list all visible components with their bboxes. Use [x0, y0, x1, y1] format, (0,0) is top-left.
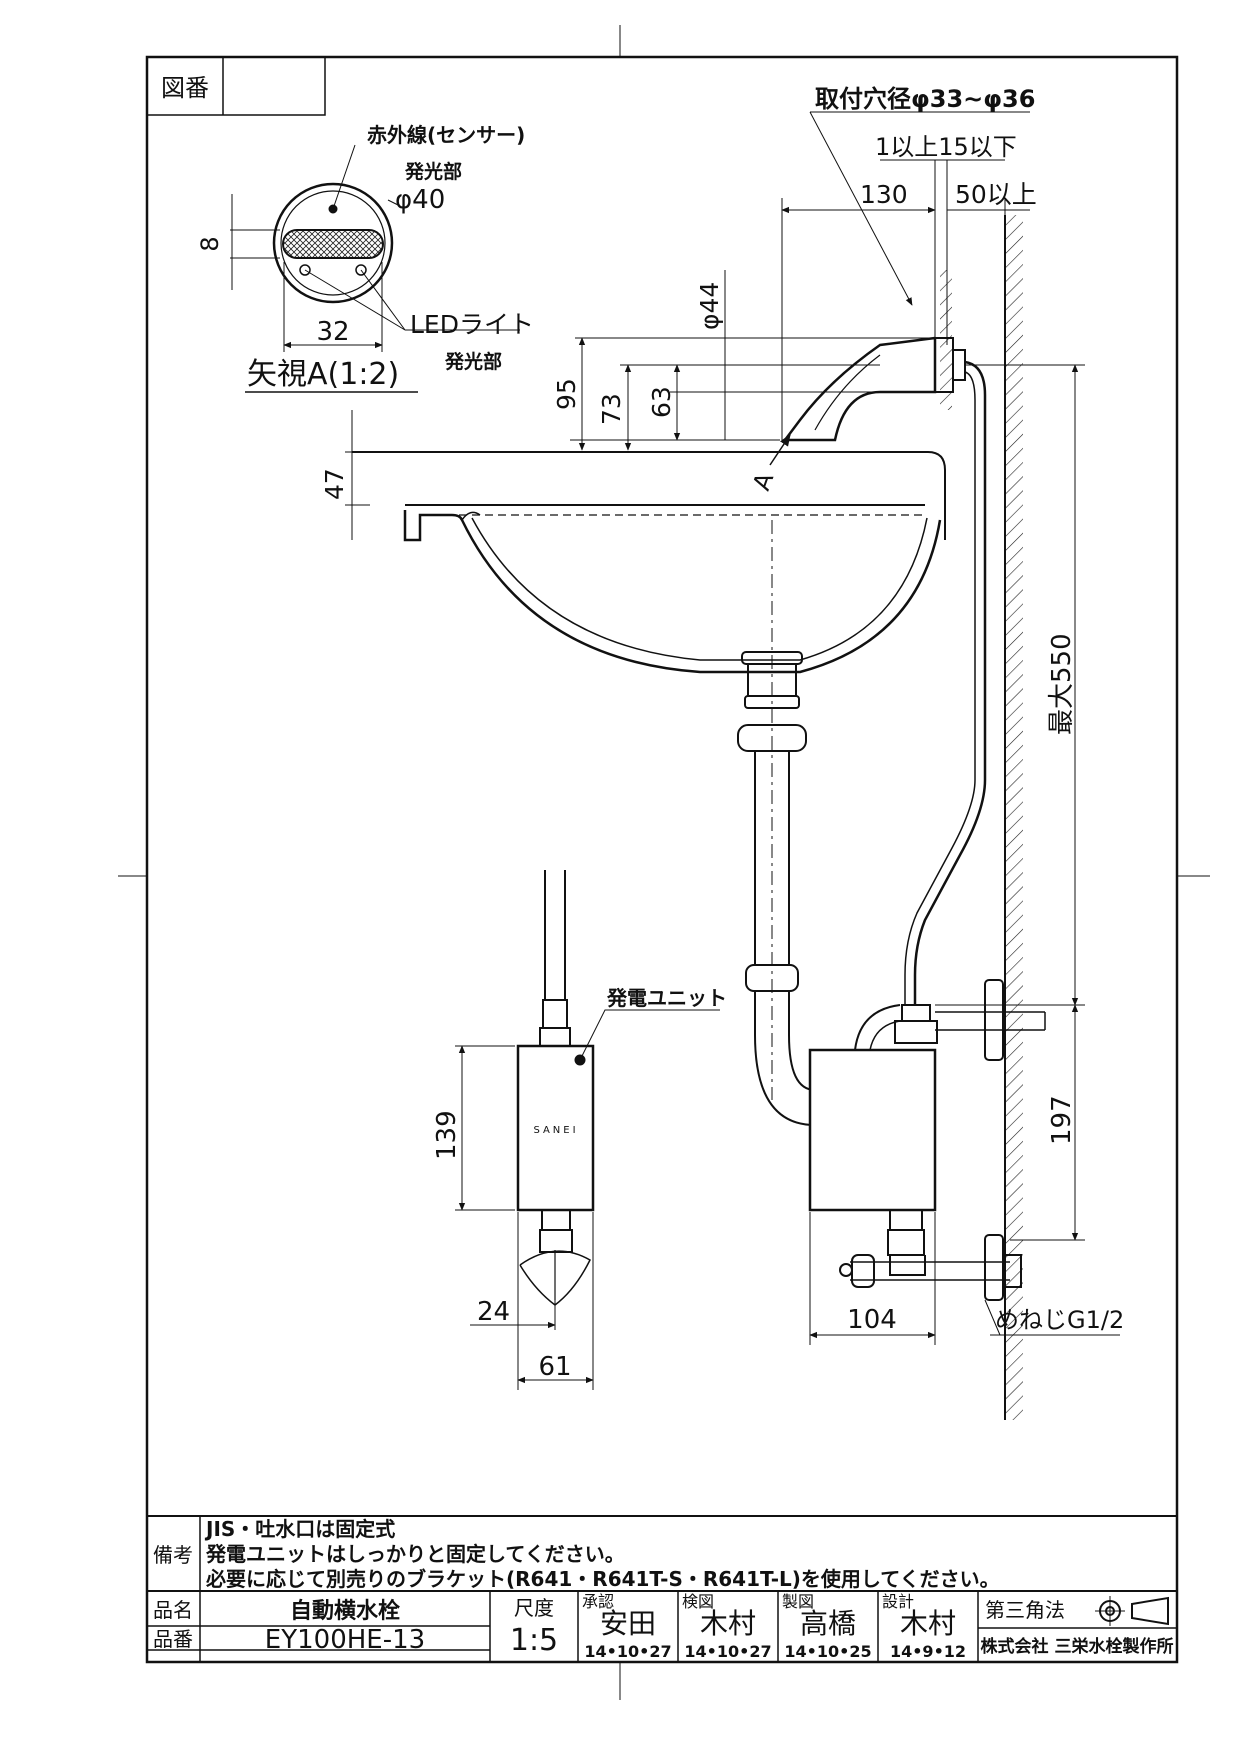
note-line-3: 必要に応じて別売りのブラケット(R641・R641T-S・R641T-L)を使用… — [205, 1567, 1000, 1591]
sheet-frame — [118, 25, 1210, 1700]
arrow-a-label: A — [747, 469, 779, 495]
control-box — [808, 979, 1046, 1301]
drawing-number-label: 図番 — [161, 74, 209, 102]
wall — [940, 215, 1023, 1420]
design-name: 木村 — [900, 1607, 956, 1640]
check-name: 木村 — [700, 1607, 756, 1640]
max-550-label: 最大550 — [1047, 633, 1077, 735]
thickness-label: 1以上15以下 — [875, 133, 1017, 161]
product-name-label: 品名 — [153, 1598, 193, 1622]
note-line-1: JIS・吐水口は固定式 — [204, 1517, 395, 1541]
dim-32-label: 32 — [316, 317, 349, 347]
product-name-value: 自動横水栓 — [290, 1598, 400, 1624]
scale-label: 尺度 — [514, 1596, 554, 1620]
led-label: LEDライト — [410, 310, 534, 339]
emitter-bottom-label: 発光部 — [444, 350, 502, 373]
view-a-sensor — [230, 144, 520, 393]
dim-95-label: 95 — [552, 378, 581, 410]
brand-label: SANEI — [533, 1125, 578, 1136]
product-number-value: EY100HE-13 — [265, 1625, 425, 1655]
spout — [769, 336, 966, 466]
drain-trap — [737, 520, 816, 1126]
emitter-top-label: 発光部 — [404, 160, 462, 183]
approval-name: 安田 — [600, 1607, 656, 1640]
draft-name: 高橋 — [800, 1607, 856, 1640]
hole-diameter-label: 取付穴径φ33~φ36 — [815, 85, 1035, 113]
dim-130-label: 130 — [860, 180, 908, 209]
note-line-2: 発電ユニットはしっかりと固定してください。 — [205, 1542, 625, 1566]
product-number-label: 品番 — [153, 1627, 193, 1651]
generator-leader — [579, 1009, 720, 1061]
infrared-label: 赤外線(センサー) — [367, 123, 525, 147]
scale-value: 1:5 — [510, 1623, 558, 1658]
approval-label: 承認 — [582, 1592, 614, 1611]
drawing-number-box: 図番 — [146, 56, 326, 116]
dim-73-label: 73 — [597, 393, 626, 425]
dim-47-label: 47 — [320, 468, 349, 500]
design-label: 設計 — [882, 1592, 914, 1611]
draft-label: 製図 — [782, 1592, 814, 1611]
title-block-frame — [147, 1515, 1177, 1662]
design-date: 14•9•12 — [890, 1642, 966, 1661]
diameter-40-label: φ40 — [395, 185, 445, 215]
dim-63-label: 63 — [647, 386, 676, 418]
draft-date: 14•10•25 — [784, 1642, 871, 1661]
thread-label: めねじG1/2 — [995, 1306, 1124, 1334]
basin — [352, 451, 946, 674]
check-date: 14•10•27 — [684, 1642, 771, 1661]
notes-label: 備考 — [153, 1543, 193, 1567]
projection-label: 第三角法 — [985, 1598, 1065, 1622]
approval-date: 14•10•27 — [584, 1642, 671, 1661]
dim-44-label: φ44 — [695, 282, 724, 330]
dim-50-label: 50以上 — [955, 180, 1037, 209]
third-angle-projection-icon — [1095, 1596, 1169, 1626]
dim-61-label: 61 — [538, 1352, 571, 1382]
dim-8-label: 8 — [196, 236, 224, 251]
generator-label: 発電ユニット — [606, 986, 727, 1010]
dim-104-label: 104 — [847, 1305, 897, 1335]
company-name: 株式会社 三栄水栓製作所 — [981, 1636, 1174, 1657]
generator-unit — [516, 870, 595, 1306]
dim-197-label: 197 — [1047, 1095, 1077, 1145]
dim-24-label: 24 — [477, 1297, 510, 1327]
dim-139-label: 139 — [432, 1110, 462, 1160]
supply-hose — [904, 360, 987, 1005]
check-label: 検図 — [682, 1592, 714, 1611]
dimension-lines — [345, 111, 1120, 1390]
view-a-title: 矢視A(1:2) — [247, 357, 399, 392]
